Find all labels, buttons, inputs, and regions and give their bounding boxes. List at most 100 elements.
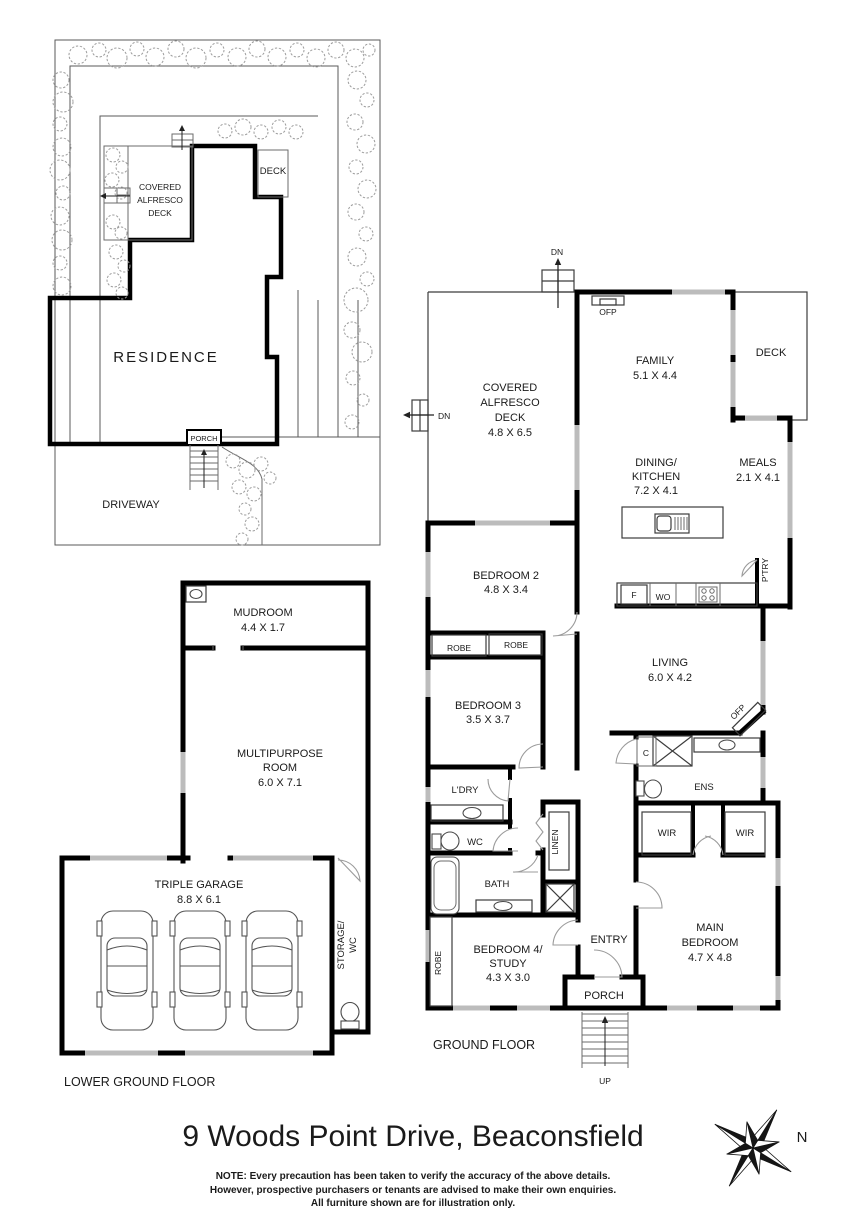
pantry-label: P'TRY [760,558,770,582]
wall-oven-label: WO [656,592,671,602]
kitchen-bench [616,582,758,607]
svg-text:6.0 X 4.2: 6.0 X 4.2 [648,672,692,684]
svg-text:ALFRESCO: ALFRESCO [137,195,183,205]
page-title: 9 Woods Point Drive, Beaconsfield [182,1120,643,1153]
svg-text:STUDY: STUDY [489,958,527,970]
mudroom-sink-icon [185,585,207,603]
car-icon [169,910,231,1031]
linen-shelf [548,811,570,871]
svg-text:ROBE: ROBE [447,643,471,653]
svg-text:2.1 X 4.1: 2.1 X 4.1 [736,472,780,484]
footer: 9 Woods Point Drive, Beaconsfield NOTE: … [182,1109,808,1209]
gf-dn-left-label: DN [438,411,450,421]
svg-text:4.8 X 6.5: 4.8 X 6.5 [488,427,532,439]
svg-text:KITCHEN: KITCHEN [632,471,680,483]
family-label: FAMILY [636,355,675,367]
bedroom4-label: BEDROOM 4/ [473,944,543,956]
bedroom3-label: BEDROOM 3 [455,700,521,712]
disclaimer-line3: All furniture shown are for illustration… [311,1198,515,1209]
storage-toilet-icon [340,1001,360,1030]
gf-ofp-top-icon [591,295,625,306]
site-deck-outline [257,149,289,198]
disclaimer-line1: NOTE: Every precaution has been taken to… [216,1171,611,1182]
deck-label: DECK [756,347,787,359]
svg-text:8.8 X 6.1: 8.8 X 6.1 [177,894,221,906]
svg-text:7.2 X 4.1: 7.2 X 4.1 [634,485,678,497]
robe-left-box [431,634,487,657]
svg-text:ROBE: ROBE [504,640,528,650]
bedroom2-label: BEDROOM 2 [473,570,539,582]
multipurpose-label: MULTIPURPOSE [237,748,323,760]
site-driveway-label: DRIVEWAY [102,499,160,511]
site-alfresco-label: COVERED [139,182,181,192]
wc-label: WC [467,837,483,848]
ens-label: ENS [694,782,714,793]
svg-text:4.8 X 3.4: 4.8 X 3.4 [484,584,528,596]
linen-label: LINEN [550,829,560,854]
gf-up-label: UP [599,1076,611,1086]
gf-porch-label: PORCH [584,990,624,1002]
lgf-windows [85,752,313,1056]
car-icon [241,910,303,1031]
garage-label: TRIPLE GARAGE [155,879,244,891]
alfresco-label: COVERED [483,382,537,394]
site-porch [186,429,222,446]
lower-ground-floor-label: LOWER GROUND FLOOR [64,1075,215,1089]
svg-text:3.5 X 3.7: 3.5 X 3.7 [466,714,510,726]
cupboard-label: C [643,748,649,758]
bathtub-icon [430,856,460,915]
mudroom-label: MUDROOM [233,607,292,619]
robe-right-box [488,633,543,656]
svg-text:4.7 X 4.8: 4.7 X 4.8 [688,952,732,964]
wir-left-box [641,811,692,856]
compass-rose-icon [714,1109,792,1187]
svg-text:ALFRESCO: ALFRESCO [480,397,540,409]
site-plan: COVERED ALFRESCO DECK DECK RESIDENCE POR… [47,39,381,546]
meals-label: MEALS [739,457,776,469]
gf-ofp-corner-icon [731,701,767,737]
robe-bed4-box [429,916,453,1007]
gf-doors [487,611,724,978]
svg-text:6.0 X 7.1: 6.0 X 7.1 [258,777,302,789]
site-deck-label: DECK [260,166,287,177]
entry-label: ENTRY [590,934,628,946]
svg-text:5.1 X 4.4: 5.1 X 4.4 [633,370,677,382]
site-porch-steps-icon [189,445,219,490]
svg-text:WC: WC [348,937,359,953]
ens-fixtures [635,735,761,799]
svg-text:BEDROOM: BEDROOM [682,937,739,949]
svg-text:DECK: DECK [495,412,526,424]
toilet-icon [431,831,460,851]
storage-wc-label: STORAGE/ [336,920,347,969]
gf-porch-steps-icon [581,1012,629,1068]
svg-text:ROOM: ROOM [263,762,297,774]
compass-north-label: N [797,1129,808,1146]
lower-ground-floor-plan: MUDROOM 4.4 X 1.7 MULTIPURPOSE ROOM 6.0 … [59,580,371,1089]
svg-text:ROBE: ROBE [433,951,443,975]
svg-text:4.3 X 3.0: 4.3 X 3.0 [486,972,530,984]
fridge-label: F [631,590,636,600]
property-boundary [54,39,381,546]
main-bedroom-label: MAIN [696,922,724,934]
kitchen-island [621,506,724,539]
svg-text:WIR: WIR [736,828,755,839]
garden-shrubs [49,40,377,546]
bath-vanity [475,899,533,913]
wir-right-box [724,811,766,856]
svg-text:4.4 X 1.7: 4.4 X 1.7 [241,622,285,634]
gf-ofp-corner-label: OFP [728,702,748,722]
disclaimer-line2: However, prospective purchasers or tenan… [210,1185,616,1196]
site-residence-label: RESIDENCE [113,349,219,366]
dining-kitchen-label: DINING/ [635,457,678,469]
bath-label: BATH [485,879,510,890]
gf-windows [425,289,793,1011]
shower-box-icon [545,883,575,913]
laundry-bench [430,804,504,822]
svg-text:WIR: WIR [658,828,677,839]
car-icons [96,910,303,1031]
car-icon [96,910,158,1031]
gf-stairs-left-icon [403,399,434,432]
laundry-label: L'DRY [452,785,480,796]
